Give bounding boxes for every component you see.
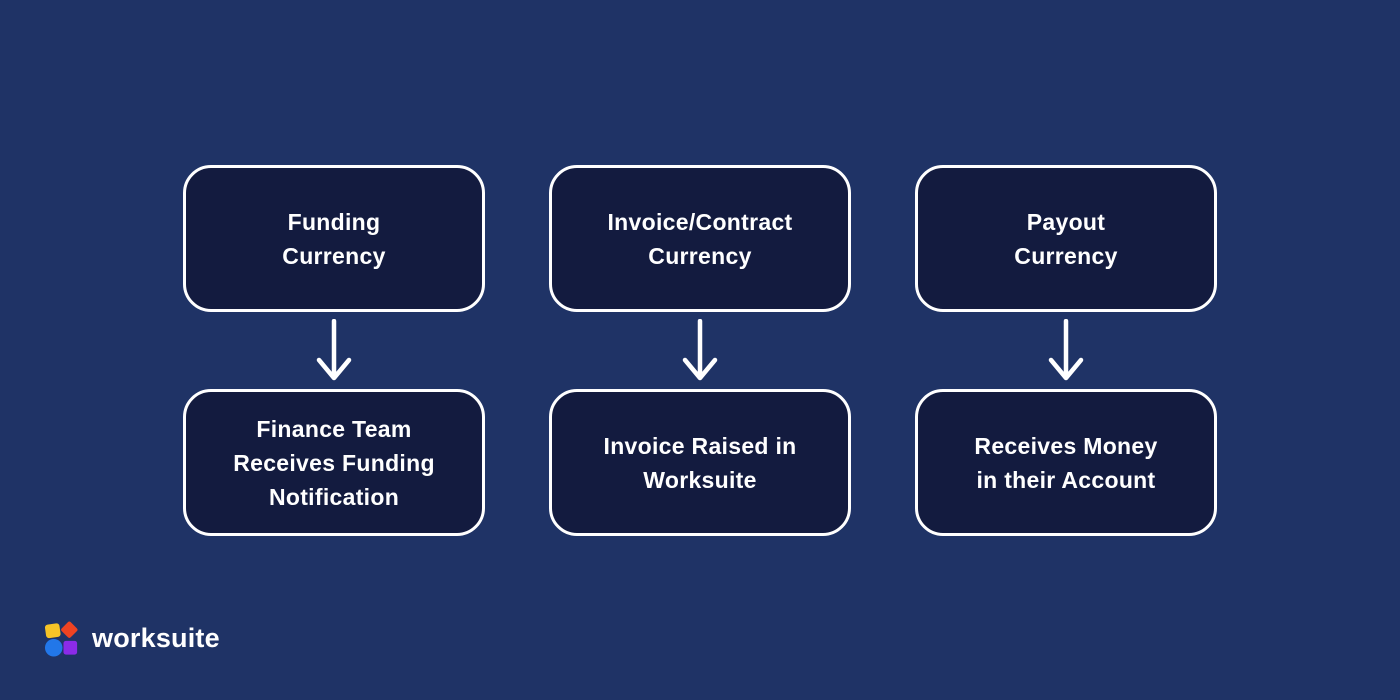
logo-blue-circle bbox=[44, 638, 63, 657]
down-arrow-icon bbox=[1048, 318, 1084, 380]
flow-box-finance-team-notification: Finance Team Receives Funding Notificati… bbox=[183, 389, 485, 536]
box-label-line: Payout bbox=[1026, 208, 1106, 235]
logo-red-diamond bbox=[61, 621, 78, 638]
box-label-line: in their Account bbox=[976, 466, 1156, 493]
box-label-line: Currency bbox=[282, 242, 386, 269]
down-arrow-path bbox=[1048, 318, 1084, 380]
box-label-line: Receives Money bbox=[974, 432, 1158, 459]
flow-box-invoice-contract-currency: Invoice/Contract Currency bbox=[549, 165, 851, 312]
box-label-line: Currency bbox=[1014, 242, 1118, 269]
worksuite-logo: worksuite bbox=[44, 620, 220, 657]
flow-column-invoice: Invoice/Contract Currency Invoice Raised… bbox=[549, 165, 851, 536]
arrow-connector bbox=[681, 312, 719, 389]
worksuite-logo-text: worksuite bbox=[92, 623, 220, 653]
box-label-line: Funding bbox=[287, 208, 381, 235]
flow-columns: Funding Currency Finance Team Receives F… bbox=[183, 165, 1217, 536]
box-label-line: Worksuite bbox=[643, 466, 757, 493]
flow-box-funding-currency: Funding Currency bbox=[183, 165, 485, 312]
logo-purple-square bbox=[63, 640, 78, 655]
flow-box-receives-money-account: Receives Money in their Account bbox=[915, 389, 1217, 536]
box-label-line: Invoice/Contract bbox=[607, 208, 793, 235]
worksuite-logo-icon bbox=[44, 621, 78, 657]
down-arrow-icon bbox=[316, 318, 352, 380]
logo-yellow-square bbox=[44, 623, 61, 639]
flow-column-payout: Payout Currency Receives Money in their … bbox=[915, 165, 1217, 536]
arrow-connector bbox=[1047, 312, 1085, 389]
down-arrow-icon bbox=[682, 318, 718, 380]
box-label-line: Finance Team bbox=[256, 415, 412, 442]
flow-box-invoice-raised-in-worksuite: Invoice Raised in Worksuite bbox=[549, 389, 851, 536]
box-label-line: Notification bbox=[268, 483, 400, 510]
down-arrow-path bbox=[316, 318, 352, 380]
arrow-connector bbox=[315, 312, 353, 389]
box-label-line: Receives Funding bbox=[233, 449, 435, 476]
box-label-line: Invoice Raised in bbox=[603, 432, 797, 459]
down-arrow-path bbox=[682, 318, 718, 380]
flow-box-payout-currency: Payout Currency bbox=[915, 165, 1217, 312]
box-label-line: Currency bbox=[648, 242, 752, 269]
flow-column-funding: Funding Currency Finance Team Receives F… bbox=[183, 165, 485, 536]
